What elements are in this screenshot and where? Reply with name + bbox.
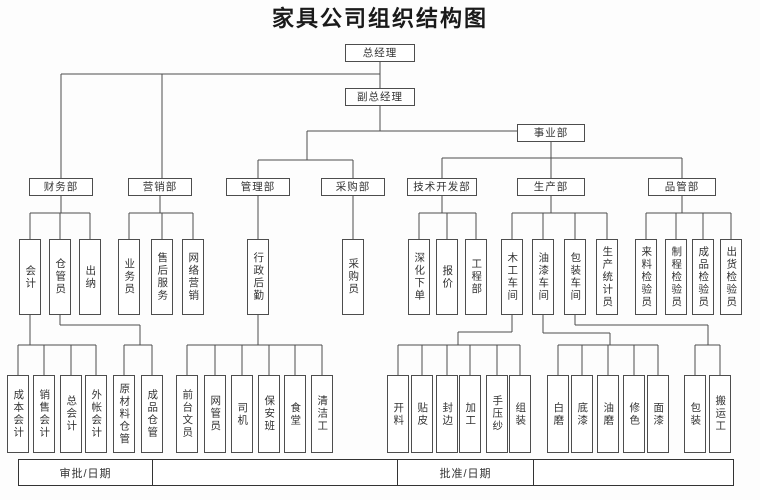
node-chief-accountant: 总会计: [60, 375, 82, 453]
node-incoming-inspector: 来料检验员: [635, 239, 657, 315]
node-packing: 包装: [684, 375, 706, 453]
review-date-label-cell: 审批/日期: [18, 459, 153, 486]
node-color-repair: 修色: [623, 375, 645, 453]
node-raw-material-warehouse: 原材料仓管: [113, 375, 135, 453]
node-canteen: 食堂: [284, 375, 306, 453]
approve-date-value-cell: [533, 459, 734, 486]
node-admin-logistics: 行政后勤: [247, 239, 269, 315]
node-driver: 司机: [231, 375, 253, 453]
node-oil-sanding: 油磨: [597, 375, 619, 453]
node-wood-workshop: 木工车间: [501, 239, 523, 315]
node-receptionist: 前台文员: [176, 375, 198, 453]
node-purchaser: 采购员: [342, 239, 364, 315]
node-finished-inspector: 成品检验员: [692, 239, 714, 315]
node-finished-goods-warehouse: 成品仓管: [141, 375, 163, 453]
node-paint-workshop: 油漆车间: [532, 239, 554, 315]
node-network-admin: 网管员: [204, 375, 226, 453]
node-order-detailing: 深化下单: [408, 239, 430, 315]
node-security-team: 保安班: [258, 375, 280, 453]
node-assembly: 组装: [509, 375, 531, 453]
node-dept-admin: 管理部: [226, 178, 290, 196]
node-veneering: 贴皮: [411, 375, 433, 453]
node-engineering: 工程部: [465, 239, 487, 315]
node-sales-accountant: 销售会计: [33, 375, 55, 453]
node-quotation: 报价: [436, 239, 458, 315]
node-primer: 底漆: [571, 375, 593, 453]
node-cost-accountant: 成本会计: [7, 375, 29, 453]
node-dept-marketing: 营销部: [128, 178, 192, 196]
node-salesman: 业务员: [118, 239, 140, 315]
node-cleaner: 清洁工: [311, 375, 333, 453]
node-external-accountant: 外帐会计: [85, 375, 107, 453]
node-packing-workshop: 包装车间: [564, 239, 586, 315]
node-process-inspector: 制程检验员: [665, 239, 687, 315]
node-dept-production: 生产部: [517, 178, 585, 196]
node-after-sales: 售后服务: [151, 239, 173, 315]
node-dept-qc: 品管部: [648, 178, 716, 196]
node-cashier: 出纳: [79, 239, 101, 315]
node-hand-press: 手压纱: [486, 375, 508, 453]
node-porter: 搬运工: [709, 375, 731, 453]
node-dept-purchasing: 采购部: [321, 178, 385, 196]
node-deputy-general-manager: 副总经理: [345, 88, 415, 106]
node-processing: 加工: [459, 375, 481, 453]
node-warehouse-keeper: 仓管员: [49, 239, 71, 315]
page-title: 家具公司组织结构图: [271, 6, 488, 31]
node-online-marketing: 网络营销: [182, 239, 204, 315]
review-date-value-cell: [152, 459, 398, 486]
approve-date-label-cell: 批准/日期: [397, 459, 534, 486]
node-edge-banding: 封边: [436, 375, 458, 453]
node-production-statistician: 生产统计员: [596, 239, 618, 315]
node-dept-finance: 财务部: [29, 178, 93, 196]
node-cutting: 开料: [387, 375, 409, 453]
node-accountant: 会计: [19, 239, 41, 315]
node-general-manager: 总经理: [345, 44, 415, 62]
node-dept-tech: 技术开发部: [407, 178, 477, 196]
node-business-division: 事业部: [517, 124, 585, 142]
node-white-sanding: 白磨: [547, 375, 569, 453]
node-topcoat: 面漆: [647, 375, 669, 453]
node-shipping-inspector: 出货检验员: [720, 239, 742, 315]
